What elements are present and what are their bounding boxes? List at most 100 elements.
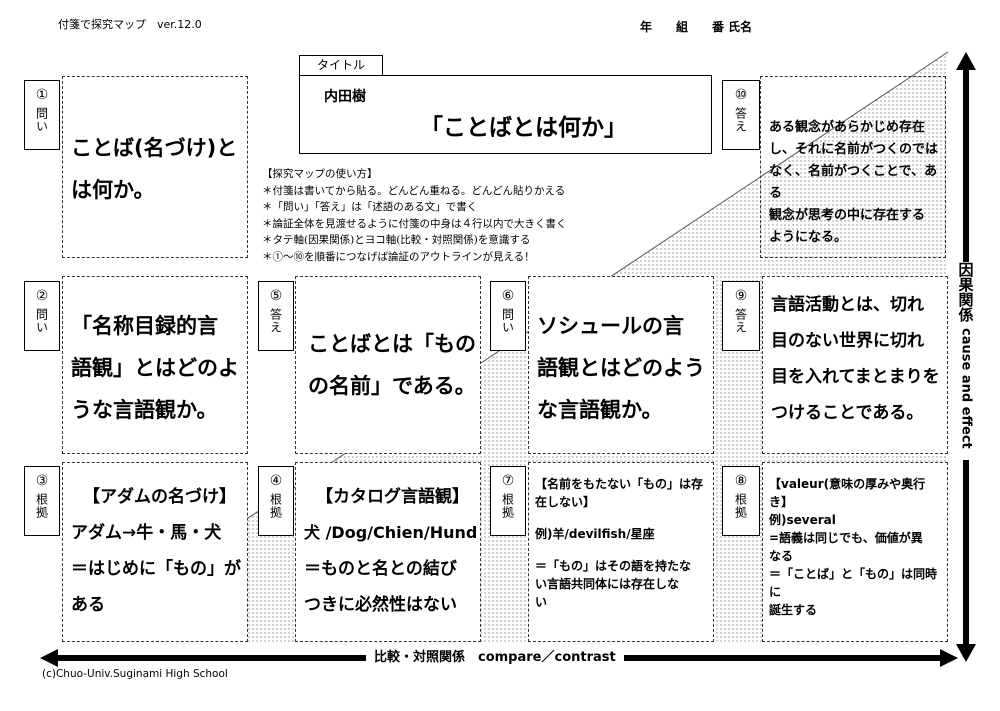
note-line: =語義は同じでも、価値が異 — [769, 531, 923, 545]
card-10-tag: ⑩ 答え — [722, 80, 760, 150]
sticky-note-3[interactable]: 【アダムの名づけ】 アダム→牛・馬・犬 ＝はじめに「もの」が ある — [62, 462, 248, 642]
card-number: ⑤ — [269, 288, 283, 304]
note-line: つけることである。 — [771, 403, 924, 423]
card-3-tag: ③ 根拠 — [24, 466, 60, 536]
instructions: 【探究マップの使い方】 ＊付箋は書いてから貼る。どんどん重ねる。どんどん貼りかえ… — [262, 166, 567, 265]
card-number: ① — [35, 87, 49, 103]
instruction-line: ＊付箋は書いてから貼る。どんどん重ねる。どんどん貼りかえる — [262, 184, 566, 197]
card-type-label: 根拠 — [500, 493, 515, 519]
card-4-tag: ④ 根拠 — [258, 466, 294, 536]
instruction-line: ＊論証全体を見渡せるように付箋の中身は４行以内で大きく書く — [262, 217, 567, 230]
note-line: 語観」とはどのよ — [71, 356, 239, 380]
note-line: き】 — [769, 495, 794, 509]
card-number: ⑧ — [734, 473, 748, 489]
card-type-label: 答え — [733, 308, 748, 334]
horizontal-axis-label: 比較・対照関係 compare／contrast — [366, 648, 624, 668]
card-type-label: 根拠 — [34, 493, 49, 519]
note-line: ＝ものと名との結び — [304, 559, 457, 579]
sticky-note-1[interactable]: ことば(名づけ)と は何か。 — [62, 76, 248, 258]
vertical-axis-label-en: cause and effect — [958, 328, 974, 449]
note-line: 言語活動とは、切れ — [771, 295, 924, 315]
note-line: なる — [769, 549, 794, 563]
card-number: ② — [35, 288, 49, 304]
sticky-note-5[interactable]: ことばとは「もの の名前」である。 — [295, 276, 481, 454]
instruction-line: 【探究マップの使い方】 — [262, 168, 378, 180]
card-1-tag: ① 問い — [24, 80, 60, 150]
vertical-axis-label-jp: 因果関係 — [956, 262, 975, 322]
card-type-label: 問い — [34, 308, 49, 334]
card-2-tag: ② 問い — [24, 281, 60, 351]
title-tab: タイトル — [299, 55, 383, 76]
note-line: な言語観か。 — [537, 398, 663, 422]
page-title: 「ことばとは何か」 — [420, 115, 627, 141]
card-8-tag: ⑧ 根拠 — [722, 466, 760, 536]
instruction-line: ＊タテ軸(因果関係)とヨコ軸(比較・対照関係)を意識する — [262, 234, 531, 246]
note-line: 例)several — [769, 513, 836, 527]
note-line: 【valeur(意味の厚みや奥行 — [769, 477, 926, 491]
note-line: ＝「ことば」と「もの」は同時に — [769, 567, 938, 599]
note-line: ある — [71, 595, 105, 615]
note-line: い — [535, 595, 548, 609]
vertical-axis-label: 因果関係 cause and effect — [948, 262, 984, 460]
note-line: 例)羊/devilfish/星座 — [535, 527, 655, 541]
note-line: し、それに名前がつくのでは — [769, 142, 939, 157]
note-line: ある観念があらかじめ存在 — [769, 120, 926, 135]
sticky-note-7[interactable]: 【名前をもたない「もの」は存 在しない】 例)羊/devilfish/星座 ＝「… — [528, 462, 714, 642]
note-line: ＝「もの」はその語を持たな — [535, 559, 692, 573]
card-number: ⑨ — [734, 288, 748, 304]
card-type-label: 答え — [268, 308, 283, 334]
title-box: 内田樹 「ことばとは何か」 — [299, 75, 712, 154]
note-line: つきに必然性はない — [304, 595, 457, 615]
sticky-note-2[interactable]: 「名称目録的言 語観」とはどのよ うな言語観か。 — [62, 276, 248, 454]
note-line: ＝はじめに「もの」が — [71, 559, 241, 579]
note-line: 観念が思考の中に存在する — [769, 208, 926, 223]
card-number: ③ — [35, 473, 49, 489]
note-line: 「名称目録的言 — [71, 314, 218, 338]
card-5-tag: ⑤ 答え — [258, 281, 294, 351]
note-line: 目を入れてまとまりを — [771, 367, 940, 387]
note-line: うな言語観か。 — [71, 398, 218, 422]
student-fields: 年 組 番 氏名 — [640, 20, 753, 34]
note-line: ことば(名づけ)と — [71, 136, 238, 160]
note-line: 目のない世界に切れ — [771, 331, 924, 351]
sticky-note-9[interactable]: 言語活動とは、切れ 目のない世界に切れ 目を入れてまとまりを つけることである。 — [762, 276, 948, 454]
card-6-tag: ⑥ 問い — [490, 281, 526, 351]
sticky-note-8[interactable]: 【valeur(意味の厚みや奥行 き】 例)several =語義は同じでも、価… — [762, 462, 948, 642]
note-line: 語観とはどのよう — [537, 356, 705, 380]
note-line: ようになる。 — [769, 230, 848, 245]
card-number: ⑥ — [501, 288, 515, 304]
note-line: 【名前をもたない「もの」は存 — [535, 477, 704, 491]
card-number: ④ — [269, 473, 283, 489]
card-9-tag: ⑨ 答え — [722, 281, 760, 351]
sticky-note-4[interactable]: 【カタログ言語観】 犬 /Dog/Chien/Hund ＝ものと名との結び つき… — [295, 462, 481, 642]
note-line: い言語共同体には存在しな — [535, 577, 680, 591]
note-line: 【カタログ言語観】 — [316, 487, 469, 507]
note-line: は何か。 — [71, 178, 155, 202]
instruction-line: ＊①～⑩を順番につなげば論証のアウトラインが見える！ — [262, 250, 535, 263]
author: 内田樹 — [324, 89, 366, 105]
note-line: アダム→牛・馬・犬 — [71, 523, 222, 543]
note-line: なく、名前がつくことで、ある — [769, 164, 938, 201]
note-line — [535, 543, 713, 557]
note-line: の名前」である。 — [308, 374, 476, 398]
card-type-label: 根拠 — [268, 493, 283, 519]
card-type-label: 問い — [34, 107, 49, 133]
card-number: ⑩ — [734, 87, 748, 103]
note-line: 誕生する — [769, 603, 818, 617]
card-number: ⑦ — [501, 473, 515, 489]
sticky-note-6[interactable]: ソシュールの言 語観とはどのよう な言語観か。 — [528, 276, 714, 454]
note-line — [535, 511, 713, 525]
title-tab-label: タイトル — [316, 58, 365, 72]
copyright: (c)Chuo-Univ.Suginami High School — [42, 668, 228, 680]
card-type-label: 答え — [733, 107, 748, 133]
app-title: 付箋で探究マップ ver.12.0 — [58, 18, 202, 31]
sticky-note-10[interactable]: ある観念があらかじめ存在 し、それに名前がつくのでは なく、名前がつくことで、あ… — [760, 76, 946, 258]
card-type-label: 問い — [500, 308, 515, 334]
instruction-line: ＊「問い」「答え」は「述語のある文」で書く — [262, 201, 478, 213]
note-line: 在しない】 — [535, 495, 596, 509]
note-line: 犬 /Dog/Chien/Hund — [304, 523, 478, 542]
card-7-tag: ⑦ 根拠 — [490, 466, 526, 536]
card-type-label: 根拠 — [733, 493, 748, 519]
note-line: ソシュールの言 — [537, 314, 684, 338]
note-line: 【アダムの名づけ】 — [83, 487, 236, 507]
